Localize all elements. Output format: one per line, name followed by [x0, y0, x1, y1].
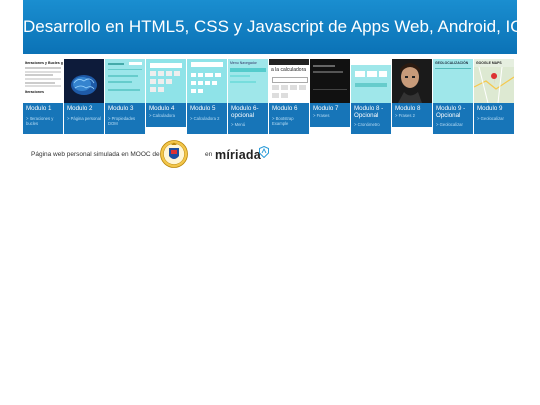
- module-subtitle: > Página personal: [67, 116, 101, 121]
- module-subtitle: > Propiedades DOM: [108, 116, 136, 126]
- module-subtitle: > Menú: [231, 122, 246, 127]
- module-tile-6[interactable]: Menu Navegador Modulo 6- opcional > Menú: [228, 59, 268, 134]
- thumb-calculator-label: a la calculadora: [271, 67, 307, 73]
- module-subtitle: > Frases: [313, 113, 330, 118]
- thumbnail-1: Iteraciones y Bucles gener Iteraciones: [23, 59, 63, 103]
- module-subtitle: > Cronómetro: [354, 122, 380, 127]
- footer-text: Página web personal simulada en MOOC de: [31, 151, 160, 158]
- map-image-icon: [474, 67, 514, 103]
- module-title: Modulo 5: [190, 105, 216, 112]
- university-seal-icon: [160, 140, 188, 168]
- module-title: Modulo 8: [395, 105, 421, 112]
- module-tile-10[interactable]: Modulo 8 > Frases 2: [392, 59, 432, 127]
- module-title: Modulo 6- opcional: [231, 105, 259, 119]
- footer-en: en: [205, 151, 213, 158]
- module-title: Modulo 1: [26, 105, 52, 112]
- module-subtitle: > Calculadora 2: [190, 116, 220, 121]
- module-title: Modulo 9 - Opcional: [436, 105, 466, 119]
- thumbnail-8: [310, 59, 350, 103]
- module-title: Modulo 3: [108, 105, 134, 112]
- thumbnail-7: a la calculadora: [269, 59, 309, 103]
- module-tile-1[interactable]: Iteraciones y Bucles gener Iteraciones M…: [23, 59, 63, 134]
- module-subtitle: > Bootstrap Example: [272, 116, 294, 126]
- module-tile-9[interactable]: Modulo 8 - Opcional > Cronómetro: [351, 59, 391, 134]
- module-subtitle: > Frases 2: [395, 113, 415, 118]
- module-tile-8[interactable]: Modulo 7 > Frases: [310, 59, 350, 127]
- thumbnail-3: [105, 59, 145, 103]
- module-title: Modulo 2: [67, 105, 93, 112]
- thumbnail-5: [187, 59, 227, 103]
- module-subtitle: > Calculadora: [149, 113, 175, 118]
- module-tile-11[interactable]: GEOLOCALIZACIÓN Modulo 9 - Opcional > Ge…: [433, 59, 473, 134]
- module-tiles: Iteraciones y Bucles gener Iteraciones M…: [23, 59, 517, 135]
- module-title: Modulo 6: [272, 105, 298, 112]
- portrait-image-icon: [392, 59, 432, 103]
- thumbnail-2: [64, 59, 104, 103]
- module-tile-2[interactable]: Modulo 2 > Página personal: [64, 59, 104, 134]
- module-subtitle: > Geolocalizar: [436, 122, 463, 127]
- page-header: Desarrollo en HTML5, CSS y Javascript de…: [23, 0, 517, 54]
- thumbnail-4: [146, 59, 186, 103]
- module-title: Modulo 7: [313, 105, 339, 112]
- module-tile-4[interactable]: Modulo 4 > Calculadora: [146, 59, 186, 127]
- module-title: Modulo 4: [149, 105, 175, 112]
- thumbnail-12: GOOGLE MAPS: [474, 59, 514, 103]
- module-subtitle: > Geolocalizar: [477, 116, 504, 121]
- thumbnail-11: GEOLOCALIZACIÓN: [433, 59, 473, 103]
- thumbnail-9: [351, 59, 391, 103]
- miriada-wordmark: míriada: [215, 148, 261, 162]
- thumb-geo-label: GEOLOCALIZACIÓN: [435, 61, 469, 65]
- thumbnail-10: [392, 59, 432, 103]
- module-tile-5[interactable]: Modulo 5 > Calculadora 2: [187, 59, 227, 134]
- module-title: Modulo 9: [477, 105, 503, 112]
- module-subtitle: > Iteraciones y bucles: [26, 116, 54, 126]
- module-tile-3[interactable]: Modulo 3 > Propiedades DOM: [105, 59, 145, 134]
- brain-image-icon: [64, 59, 104, 103]
- thumbnail-6: Menu Navegador: [228, 59, 268, 103]
- module-tile-7[interactable]: a la calculadora Modulo 6 > Bootstrap Ex…: [269, 59, 309, 134]
- thumb-menu-label: Menu Navegador: [230, 61, 257, 65]
- miriada-badge-icon: [259, 146, 269, 158]
- thumb-subheading: Iteraciones: [25, 90, 44, 94]
- module-tile-12[interactable]: GOOGLE MAPS Modulo 9 > Geolocalizar: [474, 59, 514, 134]
- thumb-map-label: GOOGLE MAPS: [476, 61, 502, 65]
- thumb-heading: Iteraciones y Bucles gener: [25, 61, 63, 65]
- module-title: Modulo 8 - Opcional: [354, 105, 384, 119]
